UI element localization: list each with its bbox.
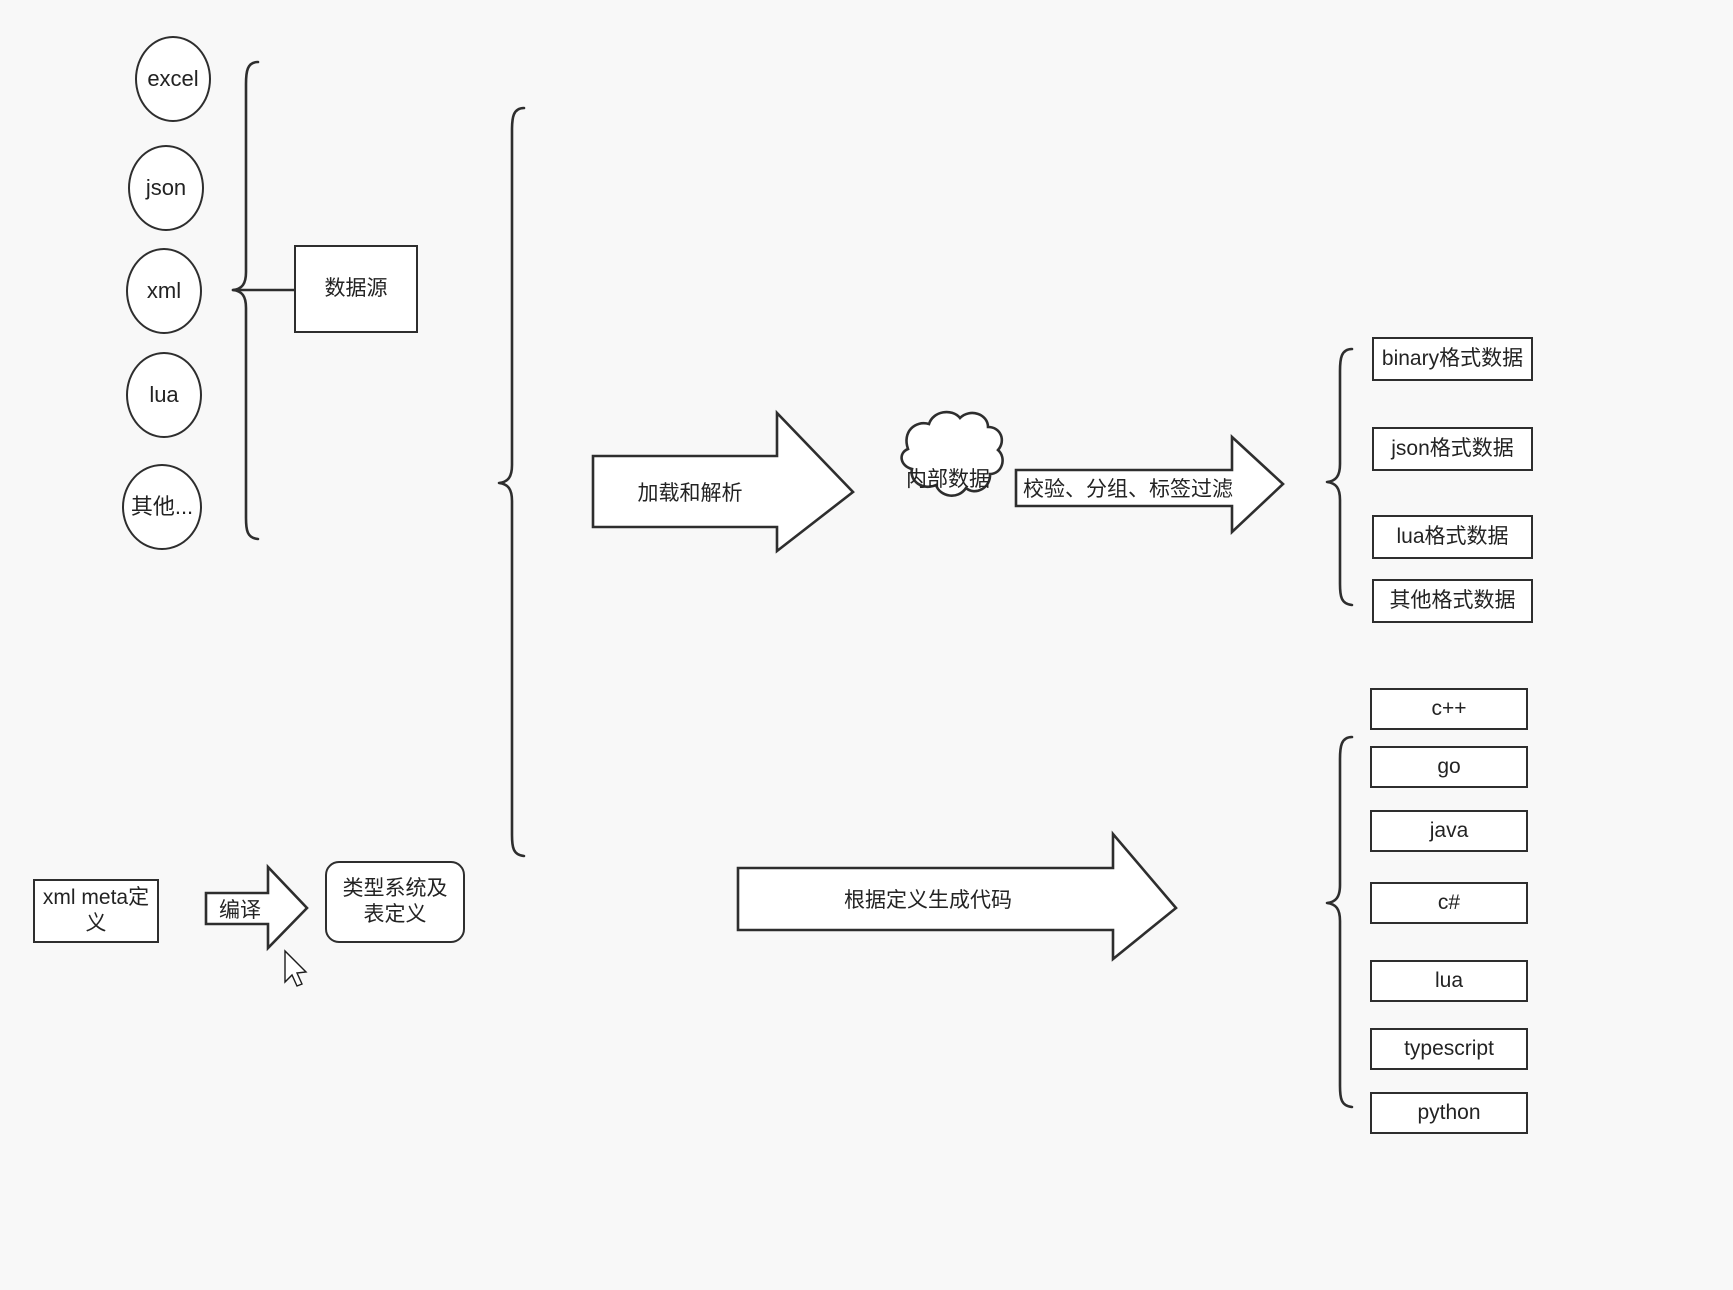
output-language-label: lua xyxy=(1434,968,1464,992)
source-node-label: json xyxy=(145,175,187,201)
source-node-label: 其他... xyxy=(130,494,194,520)
output-language-label: c++ xyxy=(1431,696,1467,720)
source-node-other[interactable]: 其他... xyxy=(122,464,202,550)
output-format-label: binary格式数据 xyxy=(1381,346,1524,370)
output-language-label: typescript xyxy=(1404,1036,1494,1060)
output-language-brace xyxy=(1325,735,1354,1109)
compile-arrow xyxy=(204,863,309,952)
source-node-excel[interactable]: excel xyxy=(135,36,211,122)
xml-meta-box[interactable]: xml meta定义 xyxy=(33,879,159,943)
output-language-label: python xyxy=(1417,1100,1481,1124)
source-node-label: xml xyxy=(146,278,182,304)
source-group-brace xyxy=(231,60,260,541)
output-language-lua[interactable]: lua xyxy=(1370,960,1528,1002)
xml-meta-label: xml meta定义 xyxy=(42,885,150,935)
mouse-cursor-icon xyxy=(284,949,308,987)
datasource-group-box[interactable]: 数据源 xyxy=(294,245,418,333)
output-language-python[interactable]: python xyxy=(1370,1092,1528,1134)
source-node-lua[interactable]: lua xyxy=(126,352,202,438)
output-language-csharp[interactable]: c# xyxy=(1370,882,1528,924)
datasource-group-label: 数据源 xyxy=(324,276,388,300)
type-system-label: 类型系统及表定义 xyxy=(342,876,448,926)
pipeline-input-brace xyxy=(497,106,526,858)
output-language-label: c# xyxy=(1437,890,1461,914)
source-node-label: lua xyxy=(149,382,179,408)
source-node-xml[interactable]: xml xyxy=(126,248,202,334)
output-format-json[interactable]: json格式数据 xyxy=(1372,427,1533,471)
output-language-cpp[interactable]: c++ xyxy=(1370,688,1528,730)
output-format-brace xyxy=(1325,347,1354,607)
output-language-label: java xyxy=(1429,818,1469,842)
output-language-label: go xyxy=(1437,754,1461,778)
source-node-label: excel xyxy=(147,66,199,92)
output-format-other[interactable]: 其他格式数据 xyxy=(1372,579,1533,623)
output-format-label: lua格式数据 xyxy=(1396,524,1509,548)
output-format-label: 其他格式数据 xyxy=(1389,588,1516,612)
output-language-typescript[interactable]: typescript xyxy=(1370,1028,1528,1070)
filter-arrow xyxy=(1014,434,1285,536)
type-system-box[interactable]: 类型系统及表定义 xyxy=(325,861,465,943)
output-format-label: json格式数据 xyxy=(1391,436,1514,460)
load-parse-arrow xyxy=(591,409,855,554)
output-format-lua[interactable]: lua格式数据 xyxy=(1372,515,1533,559)
internal-data-cloud xyxy=(900,410,1004,497)
output-language-go[interactable]: go xyxy=(1370,746,1528,788)
output-format-binary[interactable]: binary格式数据 xyxy=(1372,337,1533,381)
output-language-java[interactable]: java xyxy=(1370,810,1528,852)
codegen-arrow xyxy=(736,830,1178,962)
source-node-json[interactable]: json xyxy=(128,145,204,231)
